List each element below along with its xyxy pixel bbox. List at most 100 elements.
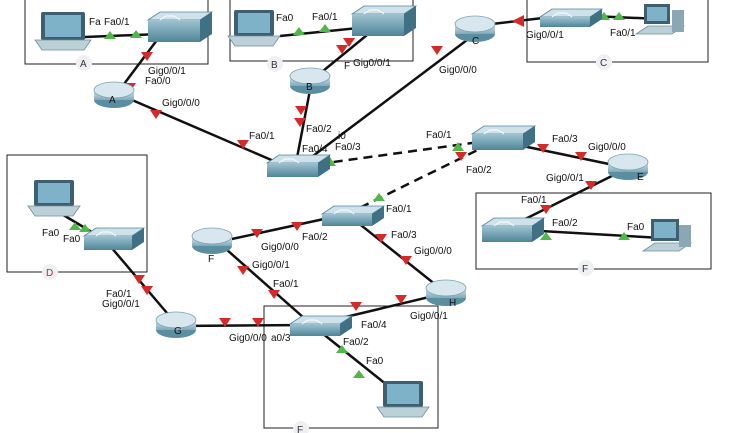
router-f[interactable]: F: [191, 227, 233, 265]
port-down-indicator: [294, 118, 306, 127]
port-down-indicator: [141, 52, 153, 61]
switch-middle[interactable]: [470, 125, 537, 150]
port-down-indicator: [540, 205, 552, 214]
port-label: Fa0/3: [391, 230, 417, 241]
port-label: Fa0/1: [273, 279, 299, 290]
port-label: Fa0/2: [302, 232, 328, 243]
port-up-indicator: [373, 193, 385, 201]
port-down-indicator: [219, 318, 231, 327]
port-label: Fa: [89, 17, 101, 28]
router-a-label: A: [109, 95, 116, 106]
router-g[interactable]: G: [155, 311, 197, 338]
port-down-indicator: [512, 15, 524, 27]
switch-bottom[interactable]: [288, 315, 354, 336]
link-fsw-h[interactable]: [346, 213, 447, 294]
port-label: Gig0/0/1: [546, 173, 584, 184]
port-label: Gig0/0/1: [353, 58, 391, 69]
port-label: Fa0/2: [552, 218, 578, 229]
port-label: Fa0: [627, 222, 645, 233]
laptop-b[interactable]: [227, 10, 281, 47]
port-down-indicator: [252, 318, 264, 327]
router-a[interactable]: A: [93, 81, 135, 108]
port-label: Fa0/2: [306, 124, 332, 135]
port-down-indicator: [575, 152, 587, 161]
port-down-indicator: [431, 46, 443, 55]
port-up-indicator: [540, 232, 552, 240]
laptop-bottom[interactable]: [376, 381, 430, 418]
port-label: Fa0/2: [343, 337, 369, 348]
area-box-c: [526, 0, 709, 63]
switch-b[interactable]: [350, 5, 418, 36]
switch-e[interactable]: [480, 217, 546, 242]
port-down-indicator: [350, 302, 362, 311]
port-up-indicator: [319, 24, 331, 32]
router-b[interactable]: B: [289, 67, 331, 94]
port-label: Gig0/0/1: [410, 311, 448, 322]
port-up-indicator: [336, 345, 348, 353]
area-box-f-bottom: [263, 305, 439, 429]
switch-f[interactable]: [320, 205, 386, 226]
switch-c[interactable]: [538, 8, 604, 27]
port-label: Fa0: [366, 356, 384, 367]
router-c[interactable]: C: [454, 15, 496, 47]
port-label: Gig0/0/0: [588, 142, 626, 153]
switch-a[interactable]: [146, 11, 214, 42]
port-indicators: [69, 12, 630, 378]
port-label: Gig0/0/0: [229, 333, 267, 344]
router-e[interactable]: E: [607, 153, 649, 183]
port-label: Fa0/1: [106, 289, 132, 300]
link-a-sw-router[interactable]: [117, 35, 161, 93]
port-label: Gig0/0/0: [162, 98, 200, 109]
router-h[interactable]: H: [425, 279, 467, 309]
port-label: Fa0/3: [552, 134, 578, 145]
port-label: Fa0/1: [610, 28, 636, 39]
laptop-d[interactable]: [27, 180, 81, 217]
area-box-d: [6, 154, 148, 273]
port-down-indicator: [295, 106, 307, 115]
port-label: Gig0/0/1: [102, 299, 140, 310]
pc-e[interactable]: [641, 219, 693, 252]
port-down-indicator: [268, 290, 280, 299]
port-label: Gig0/0/1: [526, 30, 564, 41]
port-label: Fa0/1: [426, 130, 452, 141]
port-down-indicator: [237, 140, 249, 149]
port-label: Fa0/4: [361, 320, 387, 331]
area-label-e: F: [582, 264, 588, 275]
link-c-router-core[interactable]: [304, 33, 476, 163]
link-b-router-core[interactable]: [294, 89, 312, 164]
port-label: Fa0: [63, 234, 81, 245]
port-up-indicator: [293, 27, 305, 35]
port-label: Gig0/0/1: [252, 260, 290, 271]
port-labels: Fa Fa0/1 Gig0/0/1 Fa0/0 Gig0/0/0 Fa0 Fa0…: [42, 12, 645, 367]
area-label-b: B: [271, 60, 278, 71]
port-up-indicator: [69, 222, 81, 230]
router-e-label: E: [637, 172, 644, 183]
laptop-a[interactable]: [34, 12, 92, 51]
link-f-bsw[interactable]: [217, 241, 313, 326]
link-d-sw-g[interactable]: [104, 239, 179, 327]
area-label-f: F: [297, 425, 303, 433]
port-label: Fa0/1: [104, 17, 130, 28]
link-core-msw-1[interactable]: [303, 138, 495, 168]
port-label: F: [344, 61, 350, 72]
link-fsw-msw[interactable]: [346, 140, 495, 216]
switch-core[interactable]: [265, 154, 332, 177]
area-label-a: A: [80, 59, 87, 70]
port-up-indicator: [452, 142, 464, 151]
switch-d[interactable]: [82, 227, 146, 250]
port-label: Fa0/1: [249, 131, 275, 142]
port-label: Fa0/2: [466, 165, 492, 176]
port-label: Gig0/0/1: [148, 66, 186, 77]
area-label-c: C: [600, 58, 607, 69]
port-down-indicator: [150, 110, 162, 119]
link-g-bsw[interactable]: [177, 323, 313, 328]
port-up-indicator: [104, 31, 116, 39]
port-label: Gig0/0/0: [261, 242, 299, 253]
pc-c[interactable]: [634, 4, 686, 35]
port-down-indicator: [336, 45, 348, 54]
port-down-indicator: [343, 38, 355, 47]
link-a-pc-sw[interactable]: [84, 32, 161, 39]
port-down-indicator: [455, 152, 467, 161]
